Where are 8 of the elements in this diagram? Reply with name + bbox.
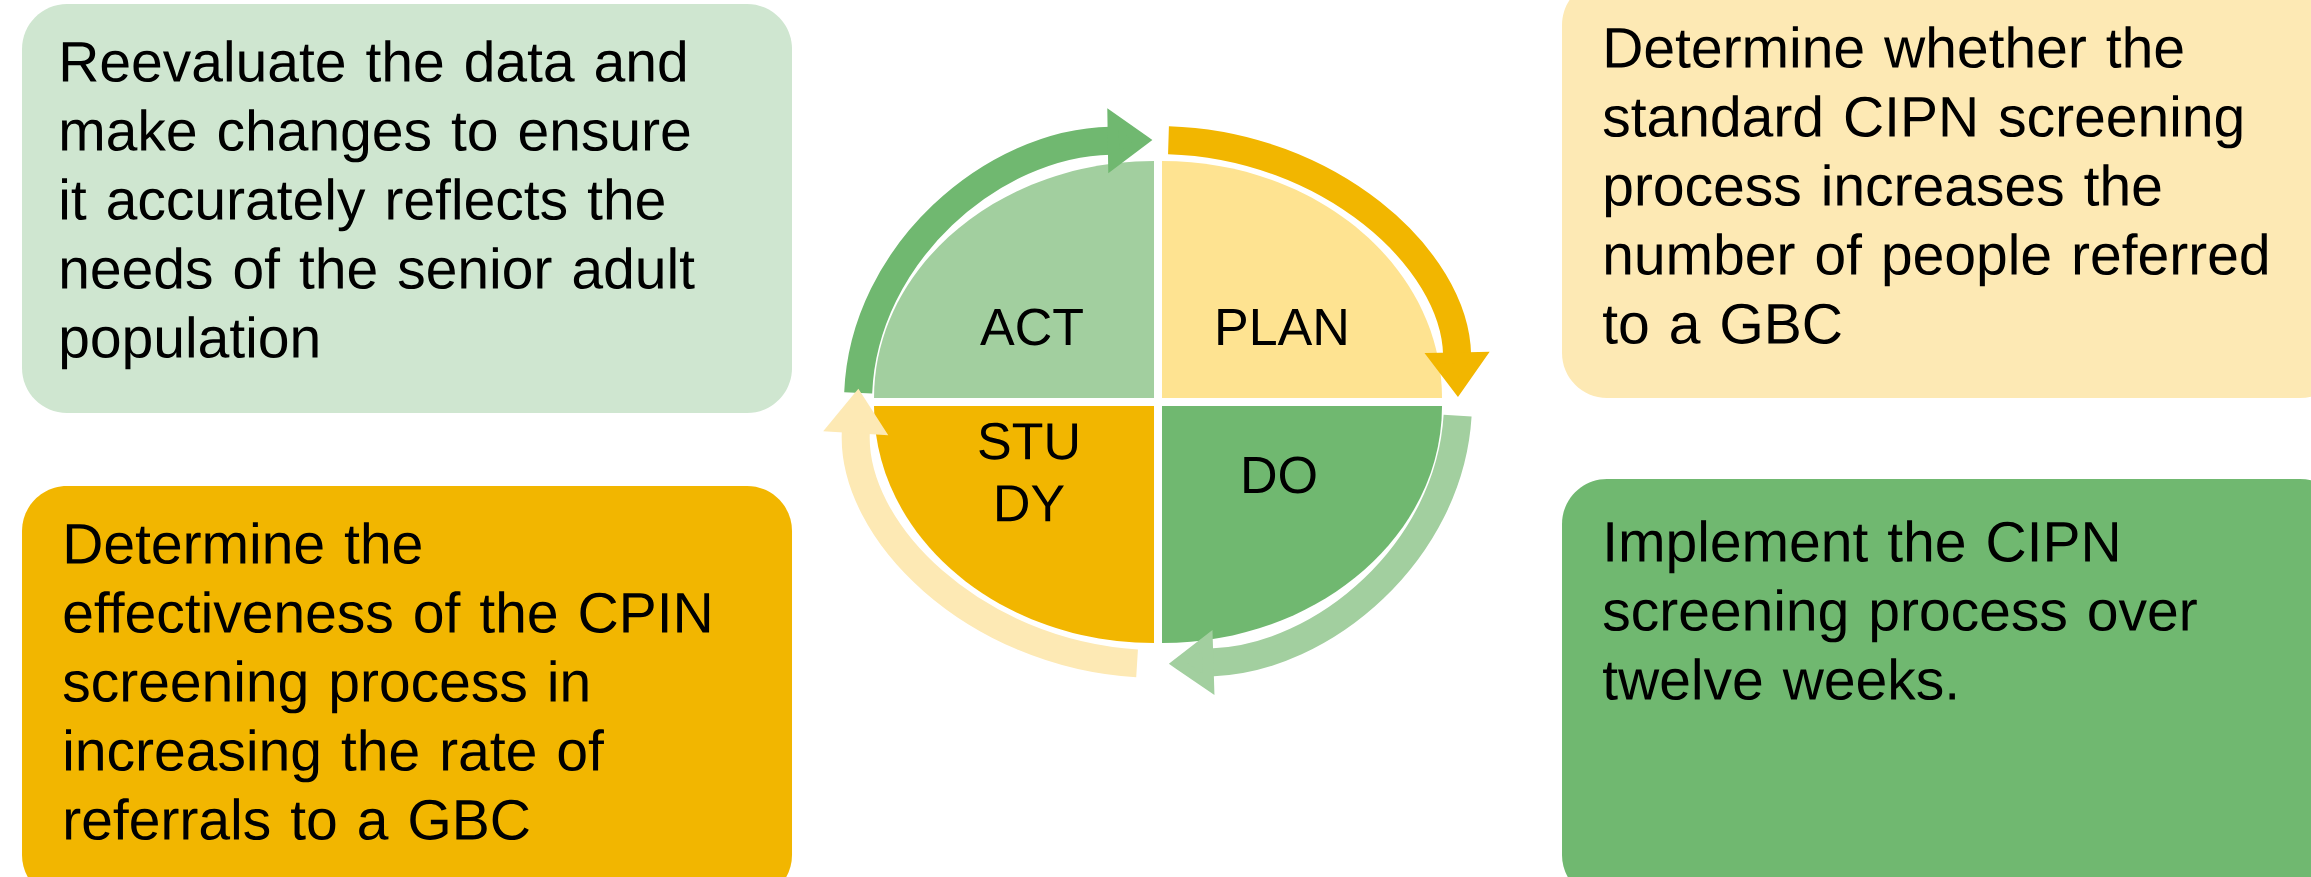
text-box: Implement the CIPN screening process over twelve weeks.: [1562, 479, 2311, 877]
quadrant-segment: PLAN: [1162, 161, 1442, 398]
text-box: Determine the effectiveness of the CPIN screening process in increasing the rate of referrals to a GBC: [22, 486, 792, 877]
quadrant-segment: STU DY: [874, 406, 1154, 643]
quadrant-segment: ACT: [874, 161, 1154, 398]
quadrant-segment: DO: [1162, 406, 1442, 643]
text-box: Reevaluate the data and make changes to ensure it accurately reflects the needs of the senior adult population: [22, 4, 792, 413]
text-box: Determine whether the standard CIPN screening process increases the number of people referred to a GBC: [1562, 0, 2311, 398]
